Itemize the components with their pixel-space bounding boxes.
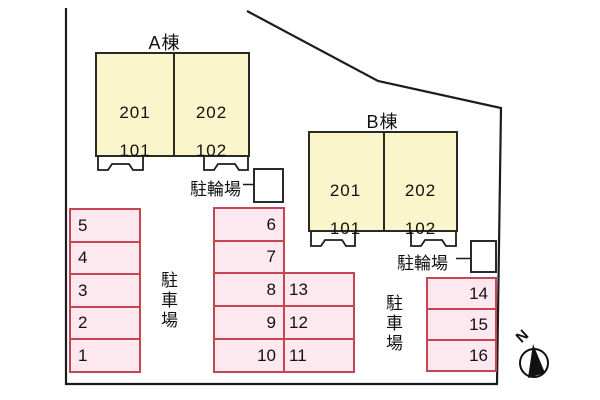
parking-space-number: 14: [469, 283, 488, 303]
building-b-unit-left-label: 201 101: [310, 162, 381, 257]
parking-space-number: 12: [289, 312, 308, 332]
building-a-porch-right: [203, 156, 249, 171]
unit-number: 102: [404, 219, 437, 238]
parking-space-number: 9: [266, 312, 276, 332]
unit-number: 101: [329, 219, 362, 238]
building-b-porch-left: [310, 232, 356, 247]
parking-space-number: 8: [266, 279, 276, 299]
compass-icon: [519, 344, 549, 378]
building-a-unit-left-label: 201 101: [97, 84, 173, 179]
parking-lot-label-left: 駐車場: [158, 271, 177, 331]
parking-lot-label-right: 駐車場: [383, 294, 402, 354]
parking-space-10: 10: [213, 338, 285, 373]
unit-number: 102: [195, 141, 228, 160]
parking-space-number: 15: [469, 314, 488, 334]
bicycle-parking-b-area: [470, 240, 497, 273]
unit-number: 101: [119, 141, 151, 160]
parking-space-7: 7: [213, 240, 285, 274]
building-b: [308, 131, 458, 232]
parking-space-number: 13: [289, 279, 308, 299]
parking-space-5: 5: [69, 208, 141, 243]
property-boundary-line: [64, 8, 503, 386]
building-b-title: B棟: [366, 112, 399, 132]
unit-number: 202: [195, 103, 228, 122]
building-b-porch-right: [410, 232, 457, 247]
building-b-unit-right-label: 202 102: [385, 162, 456, 257]
building-a-porch-left: [97, 156, 144, 171]
building-a: [95, 52, 250, 157]
parking-space-15: 15: [426, 308, 497, 341]
building-a-unit-right-label: 202 102: [175, 84, 248, 179]
parking-space-11: 11: [283, 338, 355, 373]
building-a-title: A棟: [148, 33, 181, 53]
bicycle-parking-a-area: [253, 168, 284, 203]
bicycle-parking-b-label: 駐輪場: [397, 254, 448, 273]
parking-space-number: 4: [78, 248, 88, 267]
bicycle-parking-a-label: 駐輪場: [190, 180, 241, 199]
parking-space-16: 16: [426, 339, 497, 372]
unit-number: 201: [119, 103, 151, 122]
parking-space-number: 16: [469, 345, 488, 365]
parking-space-number: 6: [266, 214, 276, 234]
parking-space-2: 2: [69, 306, 141, 340]
building-a-unit-divider: [173, 54, 175, 155]
compass-needle: [528, 344, 545, 378]
parking-space-number: 2: [78, 313, 88, 332]
parking-space-number: 7: [266, 247, 276, 266]
parking-space-number: 5: [78, 215, 88, 235]
unit-number: 202: [404, 181, 437, 200]
parking-space-8: 8: [213, 272, 285, 307]
parking-space-number: 10: [257, 345, 276, 365]
parking-space-1: 1: [69, 338, 141, 373]
parking-space-number: 11: [289, 345, 307, 365]
parking-space-12: 12: [283, 305, 355, 340]
parking-space-13: 13: [283, 272, 355, 307]
parking-space-4: 4: [69, 241, 141, 275]
parking-space-3: 3: [69, 273, 141, 308]
parking-space-number: 1: [78, 345, 88, 365]
parking-space-6: 6: [213, 207, 285, 242]
unit-number: 201: [329, 181, 362, 200]
parking-space-14: 14: [426, 277, 497, 310]
building-b-unit-divider: [383, 133, 385, 230]
parking-space-number: 3: [78, 280, 88, 300]
parking-space-9: 9: [213, 305, 285, 340]
